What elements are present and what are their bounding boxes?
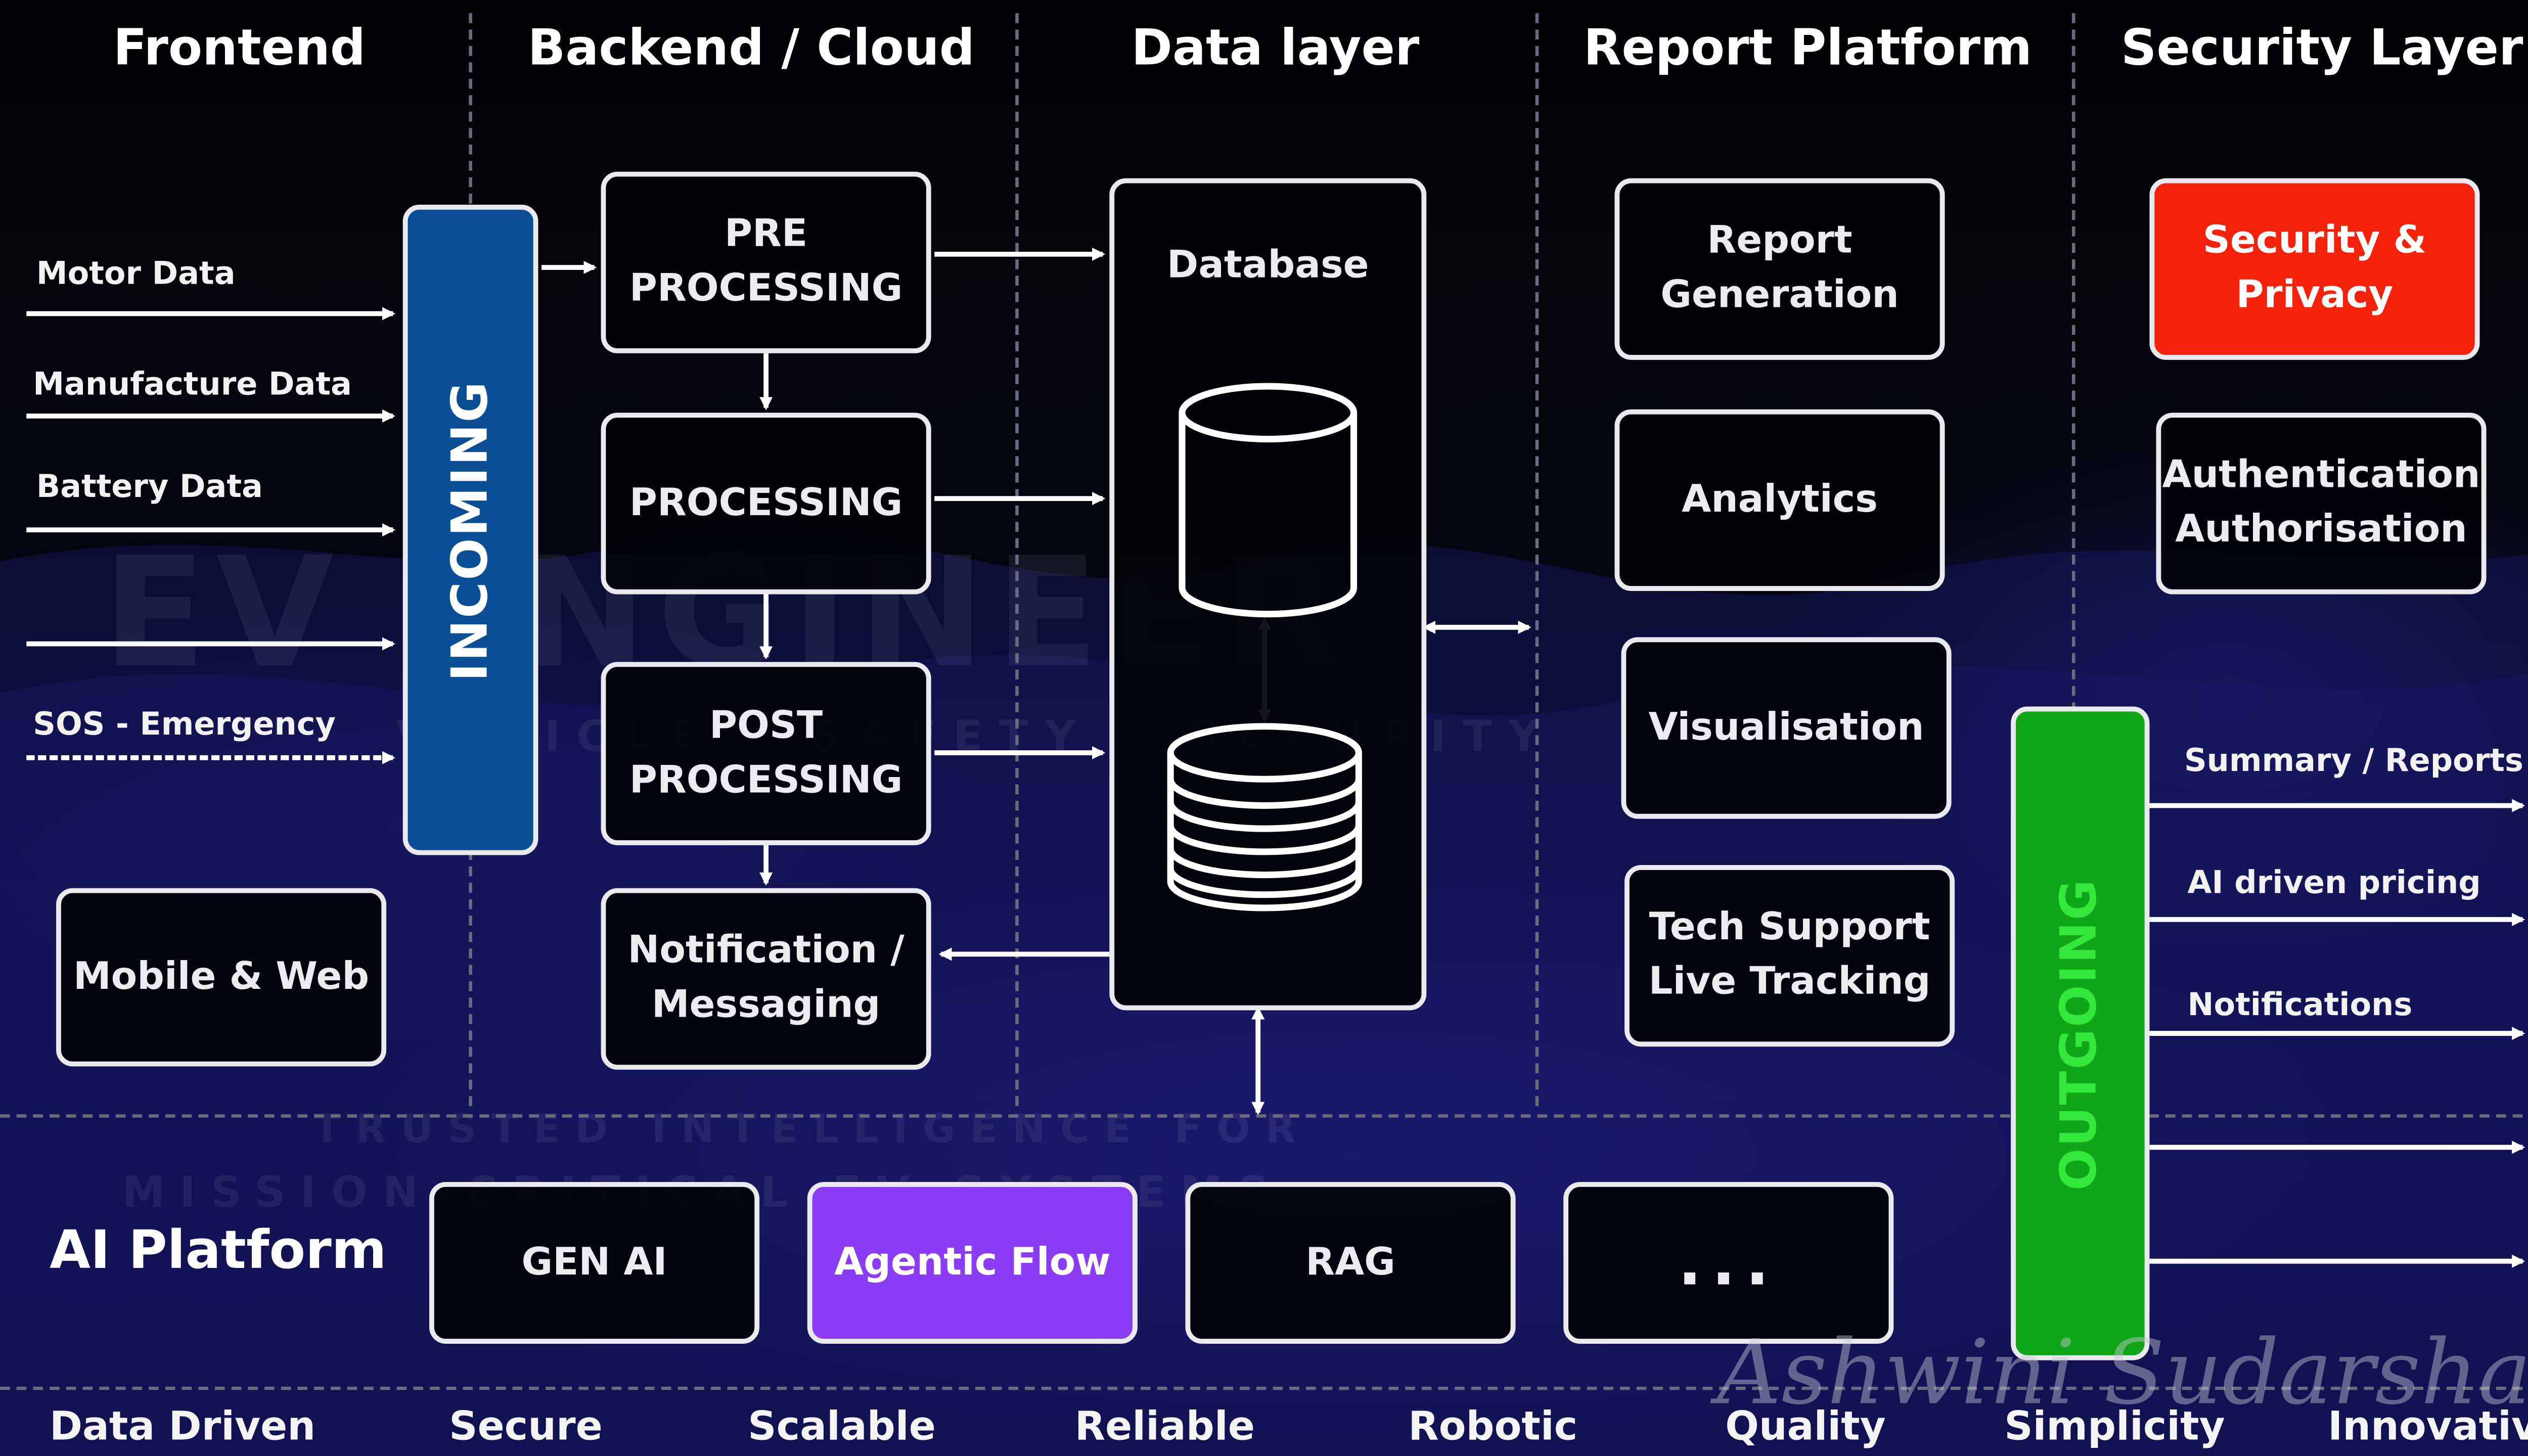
post-processing-box: POST PROCESSING <box>601 662 931 845</box>
tech-support-label: Tech Support Live Tracking <box>1648 906 1931 1004</box>
mobile-web-box: Mobile & Web <box>56 888 387 1067</box>
report-generation-label: Report Generation <box>1660 219 1899 317</box>
column-title-security-layer: Security Layer <box>2120 20 2523 78</box>
gen-ai-box: GEN AI <box>429 1181 760 1344</box>
output-label-summary: Summary / Reports <box>2184 743 2523 780</box>
post-processing-label: POST PROCESSING <box>629 704 903 802</box>
column-separator <box>1535 13 1539 1106</box>
footer-secure: Secure <box>449 1403 603 1449</box>
pre-processing-box: PRE PROCESSING <box>601 171 931 353</box>
ai-platform-separator <box>0 1114 2528 1118</box>
output-label-pricing: AI driven pricing <box>2187 865 2481 901</box>
watermark-line-1: TRUSTED INTELLIGENCE FOR <box>313 1106 1311 1153</box>
mobile-web-label: Mobile & Web <box>73 954 370 998</box>
input-label-battery: Battery Data <box>36 469 263 506</box>
output-label-notifications: Notifications <box>2187 987 2413 1024</box>
incoming-label: INCOMING <box>441 379 500 681</box>
column-separator <box>2071 13 2075 1106</box>
input-label-manufacture: Manufacture Data <box>33 366 352 403</box>
column-title-data-layer: Data layer <box>1131 20 1420 78</box>
security-privacy-box: Security & Privacy <box>2149 178 2480 360</box>
database-label: Database <box>1166 244 1369 288</box>
outgoing-bar: OUTGOING <box>2011 706 2150 1360</box>
column-separator <box>1015 13 1019 1106</box>
agentic-flow-box: Agentic Flow <box>807 1181 1138 1344</box>
ai-platform-title: AI Platform <box>49 1218 387 1281</box>
footer-innovative: Innovative <box>2328 1403 2528 1449</box>
analytics-label: Analytics <box>1682 478 1878 521</box>
notification-box: Notification / Messaging <box>601 888 931 1070</box>
column-title-backend: Backend / Cloud <box>527 20 975 78</box>
tech-support-box: Tech Support Live Tracking <box>1624 865 1955 1047</box>
processing-label: PROCESSING <box>629 481 903 524</box>
column-title-report-platform: Report Platform <box>1583 20 2033 78</box>
analytics-box: Analytics <box>1614 409 1945 591</box>
incoming-bar: INCOMING <box>402 204 538 855</box>
column-title-frontend: Frontend <box>113 20 366 78</box>
more-label: ... <box>1678 1225 1779 1299</box>
rag-label: RAG <box>1305 1240 1395 1284</box>
more-box: ... <box>1563 1181 1894 1344</box>
notification-label: Notification / Messaging <box>627 929 905 1027</box>
footer-simplicity: Simplicity <box>2004 1403 2225 1449</box>
input-label-motor: Motor Data <box>36 256 236 292</box>
security-privacy-label: Security & Privacy <box>2202 219 2427 317</box>
rag-box: RAG <box>1185 1181 1516 1344</box>
processing-box: PROCESSING <box>601 413 931 595</box>
gen-ai-label: GEN AI <box>521 1240 667 1284</box>
footer-robotic: Robotic <box>1408 1403 1578 1449</box>
input-label-sos: SOS - Emergency <box>33 706 336 743</box>
footer-data-driven: Data Driven <box>49 1403 316 1449</box>
authentication-box: Authentication Authorisation <box>2156 413 2487 595</box>
pre-processing-label: PRE PROCESSING <box>629 213 903 310</box>
authentication-label: Authentication Authorisation <box>2162 453 2480 552</box>
visualisation-label: Visualisation <box>1648 705 1924 749</box>
report-generation-box: Report Generation <box>1614 178 1945 360</box>
footer-scalable: Scalable <box>748 1403 936 1449</box>
visualisation-box: Visualisation <box>1621 637 1952 819</box>
agentic-flow-label: Agentic Flow <box>834 1240 1111 1284</box>
stacked-disks-icon <box>1167 723 1362 912</box>
footer-quality: Quality <box>1725 1403 1886 1449</box>
footer-reliable: Reliable <box>1074 1403 1255 1449</box>
footer-separator <box>0 1386 2528 1390</box>
outgoing-label: OUTGOING <box>2051 877 2109 1190</box>
database-cylinder-icon <box>1179 383 1358 618</box>
author-signature: Ashwini Sudarshana <box>1717 1321 2528 1425</box>
